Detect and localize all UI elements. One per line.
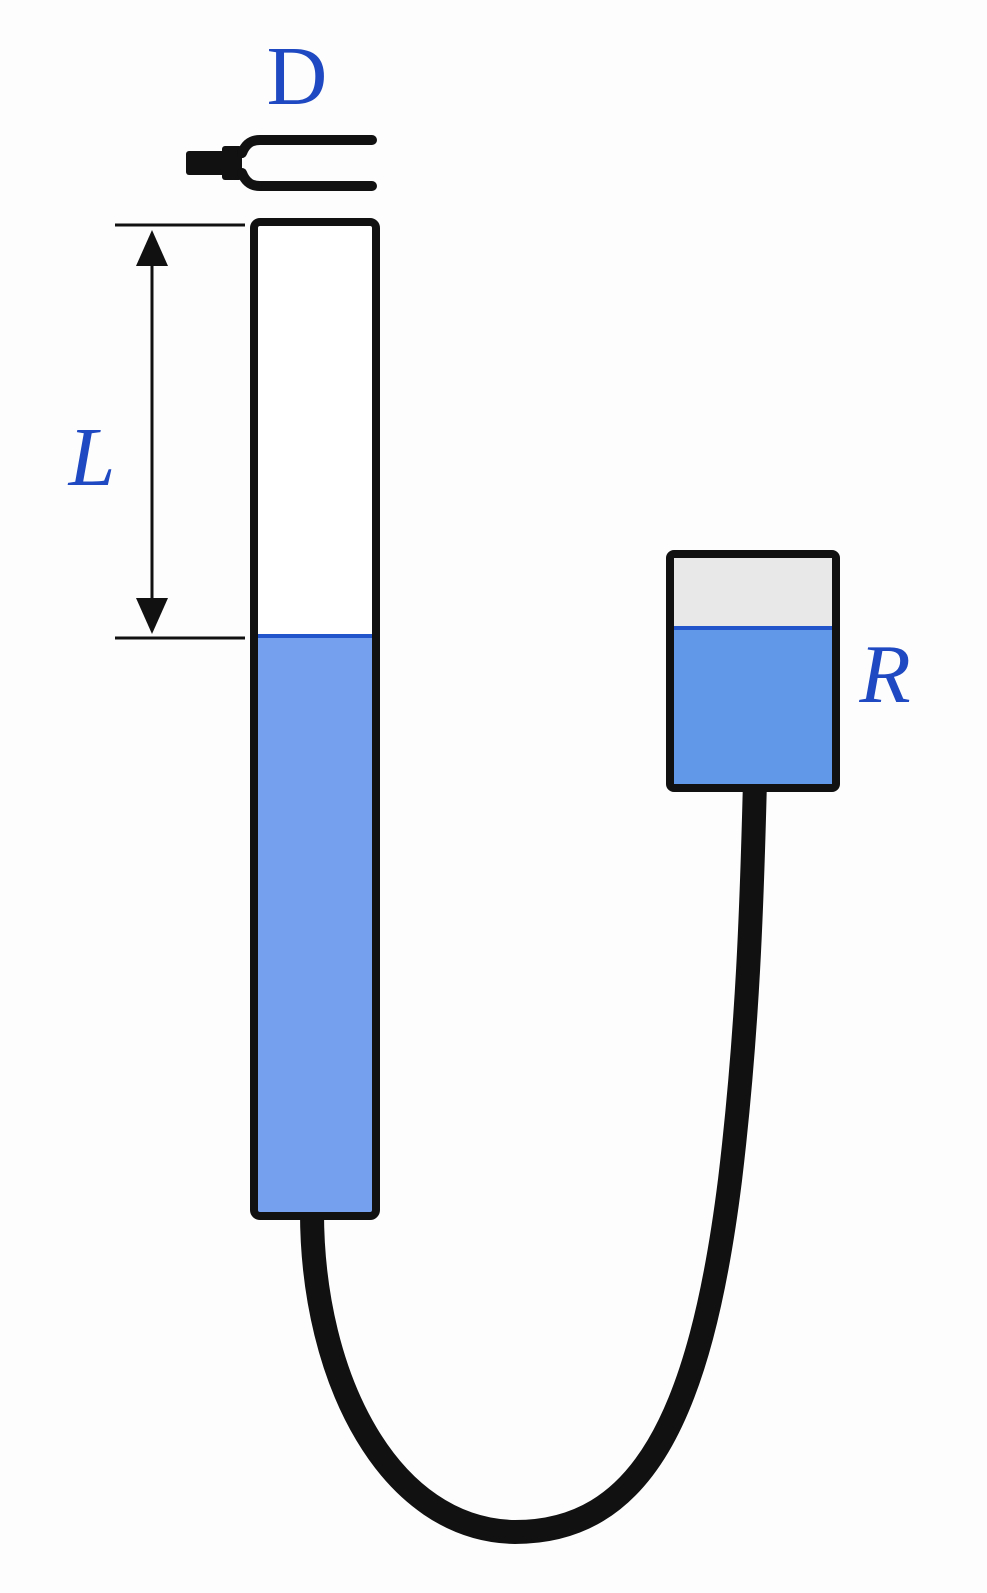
tuning-fork-label: D [267, 30, 328, 123]
reservoir-water [673, 628, 832, 784]
arrow-up-icon [136, 230, 168, 266]
resonance-tube [250, 218, 380, 1220]
reservoir-air [673, 558, 832, 628]
tuning-fork-icon [186, 135, 377, 191]
length-dimension [115, 223, 245, 640]
tube-water-column [258, 636, 372, 1212]
connecting-hose [300, 768, 767, 1545]
length-label: L [68, 411, 116, 504]
arrow-down-icon [136, 598, 168, 634]
reservoir-label: R [858, 628, 910, 721]
reservoir [666, 550, 840, 792]
